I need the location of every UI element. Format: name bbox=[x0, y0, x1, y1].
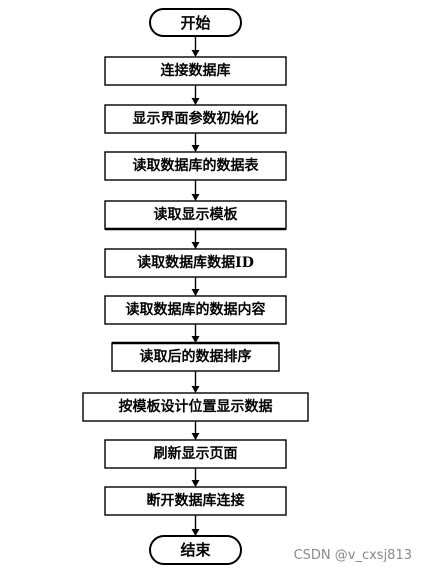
process-step-2: 显示界面参数初始化 bbox=[104, 104, 287, 134]
process-step-4-label: 读取显示模板 bbox=[154, 206, 239, 223]
process-step-9: 刷新显示页面 bbox=[104, 439, 287, 469]
process-step-6-label: 读取数据库的数据内容 bbox=[126, 301, 266, 318]
process-step-8-label: 按模板设计位置显示数据 bbox=[119, 398, 273, 415]
process-step-2-label: 显示界面参数初始化 bbox=[133, 110, 259, 127]
process-step-7: 读取后的数据排序 bbox=[111, 341, 280, 372]
watermark: CSDN @v_cxsj813 bbox=[293, 548, 412, 563]
end-label: 结束 bbox=[180, 541, 211, 559]
process-step-8: 按模板设计位置显示数据 bbox=[82, 392, 309, 422]
process-step-6: 读取数据库的数据内容 bbox=[104, 295, 287, 325]
process-step-1-label: 连接数据库 bbox=[161, 62, 231, 79]
process-step-5: 读取数据库数据ID bbox=[104, 248, 287, 278]
process-step-4: 读取显示模板 bbox=[104, 200, 287, 231]
process-step-10-label: 断开数据库连接 bbox=[147, 492, 245, 509]
process-step-3: 读取数据库的数据表 bbox=[104, 151, 287, 181]
process-step-10: 断开数据库连接 bbox=[104, 486, 287, 516]
process-step-9-label: 刷新显示页面 bbox=[154, 445, 238, 462]
process-step-1: 连接数据库 bbox=[104, 56, 287, 86]
start-label: 开始 bbox=[180, 14, 210, 32]
start-terminal: 开始 bbox=[149, 8, 242, 37]
process-step-7-label: 读取后的数据排序 bbox=[140, 348, 252, 365]
process-step-5-label: 读取数据库数据ID bbox=[137, 254, 254, 271]
process-step-3-label: 读取数据库的数据表 bbox=[133, 157, 260, 174]
end-terminal: 结束 bbox=[149, 535, 242, 565]
